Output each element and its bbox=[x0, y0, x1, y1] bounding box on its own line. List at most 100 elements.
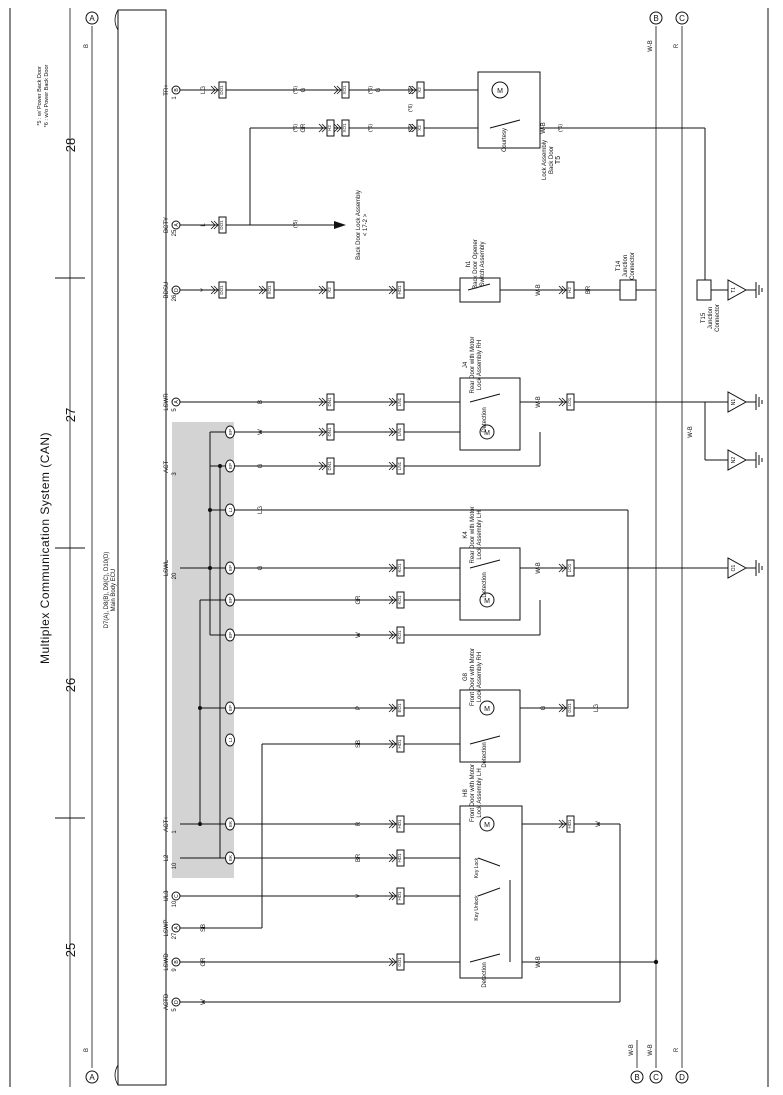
ecu-pin-name: LSWD bbox=[164, 953, 170, 971]
svg-text:Detection: Detection bbox=[482, 742, 488, 767]
k4-rear-door-lh: Detection M K4 Rear Door with Motor Lock… bbox=[459, 506, 521, 621]
inline-connector-label: GO1 bbox=[397, 957, 402, 967]
svg-text:Key Lock: Key Lock bbox=[474, 857, 480, 878]
inline-connector: DO1 bbox=[210, 216, 227, 234]
joint-connector-label: EP bbox=[228, 463, 233, 469]
bus-label-wb-bottom-1: W-B bbox=[629, 1044, 635, 1056]
inline-connector-label: HD1 bbox=[397, 819, 402, 828]
inline-connector: LO1 bbox=[558, 559, 575, 577]
inline-connector: DO1 bbox=[210, 81, 227, 99]
svg-text:C: C bbox=[679, 14, 685, 23]
variant-note: (*6) bbox=[408, 104, 414, 112]
inline-connector-label: HD1 bbox=[567, 819, 572, 828]
inline-connector: DN1 bbox=[318, 423, 335, 441]
svg-text:Front Door with Motor: Front Door with Motor bbox=[470, 764, 476, 822]
inline-connector-label: LO1 bbox=[567, 563, 572, 572]
svg-text:T5: T5 bbox=[555, 156, 562, 164]
ground-label: N1 bbox=[731, 399, 737, 406]
svg-text:Lock Assembly RH: Lock Assembly RH bbox=[477, 340, 483, 390]
ecu-pin-name: UL3 bbox=[164, 890, 170, 902]
ground-symbol: T1 bbox=[727, 279, 763, 301]
inline-connector: LO1 bbox=[558, 393, 575, 411]
svg-text:B: B bbox=[653, 14, 658, 23]
ecu-pin-number: 3 bbox=[172, 472, 178, 476]
back-door-ref-label: Back Door Lock Assembly bbox=[356, 190, 362, 260]
svg-text:Back Door Opener: Back Door Opener bbox=[473, 239, 479, 289]
inline-connector-label: H2 bbox=[327, 125, 332, 131]
t14-junction-connector: T14 Junction Connector bbox=[616, 252, 637, 301]
h1-back-door-opener-switch: h1 Back Door Opener Switch Assembly bbox=[459, 239, 501, 303]
ecu-pin-name: ACT+ bbox=[164, 816, 170, 832]
bus-letter-c-top: C bbox=[675, 11, 689, 25]
svg-text:K4: K4 bbox=[463, 531, 469, 539]
bus-label-wb-top: W-B bbox=[648, 40, 654, 52]
joint-connector-label: EP bbox=[228, 632, 233, 638]
bus-letter-d-bottom: D bbox=[675, 1070, 689, 1084]
inline-connector: HD1 bbox=[388, 735, 405, 753]
inline-connector: X2 bbox=[318, 281, 335, 299]
ecu-pin-connector: A bbox=[174, 223, 180, 227]
svg-text:Rear Door with Motor: Rear Door with Motor bbox=[470, 336, 476, 393]
inline-connector: HD1 bbox=[388, 815, 405, 833]
t5-back-door-lock: M Courtesy T5 Back Door Lock Assembly bbox=[477, 71, 562, 180]
note-no-power-back-door: *6 : w/o Power Back Door bbox=[44, 65, 50, 128]
wire-color-label: BR bbox=[356, 853, 362, 862]
inline-connector-label: X2 bbox=[327, 287, 332, 293]
svg-text:H8: H8 bbox=[463, 789, 469, 797]
wire-color-label: W bbox=[201, 999, 207, 1005]
inline-connector-label: H2 bbox=[567, 287, 572, 293]
svg-text:C: C bbox=[653, 1073, 659, 1082]
svg-text:M: M bbox=[484, 430, 490, 437]
wire-color-label: SB bbox=[201, 924, 207, 932]
bus-letter-b-bottom: B bbox=[630, 1070, 644, 1084]
bus-label-r-top: R bbox=[674, 43, 680, 48]
ecu-pin-connector: B bbox=[174, 960, 180, 964]
joint-connector-label: LJ bbox=[228, 508, 233, 513]
wire-color-label: W-B bbox=[536, 562, 542, 574]
inline-connector-label: KO1 bbox=[397, 563, 402, 573]
joint-connector: EP bbox=[225, 628, 235, 642]
joint-connector-label: EP bbox=[228, 429, 233, 435]
wire-color-label: W-B bbox=[536, 396, 542, 408]
ecu-pin-number: 10 bbox=[172, 900, 178, 907]
variant-note: (*6) bbox=[368, 86, 374, 94]
inline-connector-label: EO1 bbox=[397, 703, 402, 713]
inline-connector: X2 bbox=[408, 81, 425, 99]
ecu-pin-number: 27 bbox=[172, 932, 178, 939]
inline-connector: KO1 bbox=[388, 626, 405, 644]
inline-connector: KO1 bbox=[388, 559, 405, 577]
joint-connector: LJ bbox=[225, 503, 235, 517]
ecu-pin-connector: A bbox=[174, 400, 180, 404]
wire-color-label: G bbox=[258, 463, 264, 468]
joint-connector: EP bbox=[225, 459, 235, 473]
svg-text:Switch Assembly: Switch Assembly bbox=[480, 241, 486, 286]
svg-text:J4: J4 bbox=[463, 361, 469, 368]
inline-connector: HD1 bbox=[558, 815, 575, 833]
wire-color-label: L bbox=[201, 223, 207, 227]
inline-connector: XO1 bbox=[258, 281, 275, 299]
ecu-pin: TR+1B bbox=[164, 84, 181, 100]
inline-connector: XO1 bbox=[333, 81, 350, 99]
variant-note: (*6) bbox=[293, 124, 299, 132]
wire-color-label: W-B bbox=[536, 284, 542, 296]
joint-connector-label: EK bbox=[228, 821, 233, 827]
ecu-pin-connector: B bbox=[174, 88, 180, 92]
inline-connector-label: X2 bbox=[417, 87, 422, 93]
inline-connector: GO1 bbox=[558, 699, 575, 717]
ecu-pin-number: 25 bbox=[172, 229, 178, 236]
variant-note: (*6) bbox=[408, 86, 414, 94]
ecu-pin-name: BDSU bbox=[164, 282, 170, 299]
variant-note: (*6) bbox=[293, 86, 299, 94]
wire-color-label: GR bbox=[201, 957, 207, 967]
wire-color-label: W bbox=[356, 632, 362, 638]
ecu-pin: ACT-3 bbox=[164, 459, 178, 476]
inline-connector-label: LO1 bbox=[567, 397, 572, 406]
inline-connector: HD1 bbox=[388, 849, 405, 867]
ecu-pin-number: 1 bbox=[172, 96, 178, 100]
inline-connector-label: X2 bbox=[417, 125, 422, 131]
